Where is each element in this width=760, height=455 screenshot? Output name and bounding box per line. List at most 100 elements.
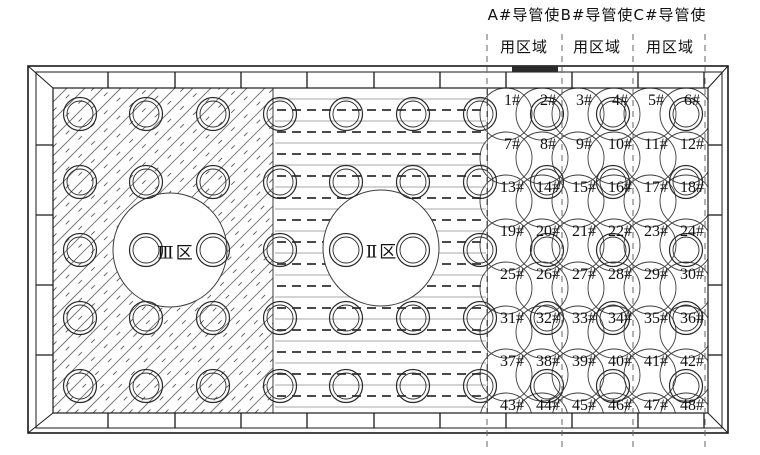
hatch-diagonal-dash: [218, 358, 274, 414]
secant-pile-circle: [623, 305, 677, 359]
pile-double-circle-inner: [533, 168, 561, 196]
secant-pile-circle: [587, 261, 641, 315]
pile-double-circle-outer: [328, 368, 364, 404]
cover-left: [0, 50, 53, 430]
hatch-diagonal-line: [52, 87, 212, 247]
secant-pile-circle: [515, 174, 569, 228]
pile-double-circle-inner: [672, 372, 700, 400]
hatch-diagonal-dash: [164, 304, 274, 414]
conduit-zone-b-line1: B#导管使: [560, 6, 634, 24]
pile-number-label: 24#: [680, 223, 704, 240]
wall-corner-miter: [27, 412, 54, 434]
pile-number-label: 39#: [572, 353, 596, 370]
pile-double-circle-inner: [66, 100, 94, 128]
pile-number-label: 5#: [648, 92, 664, 109]
pile-double-circle-inner: [332, 236, 360, 264]
zone-2-circle: [322, 189, 440, 307]
hatch-diagonal-dash: [52, 87, 221, 256]
secant-pile-circle: [623, 218, 677, 272]
pile-double-circle-outer: [462, 232, 498, 268]
wall-corner-miter: [707, 65, 729, 89]
pile-double-circle-inner: [672, 236, 700, 264]
pile-double-circle-outer: [595, 368, 631, 404]
pile-number-label: 34#: [608, 310, 632, 327]
hatch-diagonal-dash: [52, 87, 113, 148]
pile-double-circle-outer: [668, 164, 704, 200]
secant-pile-circle: [623, 348, 677, 402]
conduit-zone-label-a: A#导管使 用区域: [464, 6, 584, 57]
pile-number-label: 44#: [536, 397, 560, 414]
pile-double-circle-inner: [399, 168, 427, 196]
pile-double-circle-inner: [399, 100, 427, 128]
pile-double-circle-outer: [328, 232, 364, 268]
hatch-diagonal-line: [155, 295, 274, 414]
pile-double-circle-outer: [668, 232, 704, 268]
pile-double-circle-outer: [328, 164, 364, 200]
hatch-diagonal-dash: [52, 87, 185, 220]
pile-number-label: 13#: [500, 179, 524, 196]
pile-double-circle-outer: [529, 300, 565, 336]
hatch-diagonal-dash: [146, 286, 274, 414]
secant-pile-circle: [479, 348, 533, 402]
hatch-diagonal-dash: [182, 322, 274, 414]
pile-number-label: 47#: [644, 397, 668, 414]
pile-number-label: 18#: [680, 179, 704, 196]
secant-pile-circle: [551, 131, 605, 185]
hatch-diagonal-line: [209, 349, 274, 414]
pile-double-circle-inner: [266, 304, 294, 332]
pile-number-label: 46#: [608, 397, 632, 414]
pile-number-label: 12#: [680, 136, 704, 153]
pile-double-circle-inner: [533, 304, 561, 332]
pile-number-label: 19#: [500, 223, 524, 240]
pile-double-circle-inner: [599, 236, 627, 264]
pile-double-circle-outer: [262, 368, 298, 404]
secant-pile-circle: [587, 348, 641, 402]
cofferdam-middle-wall: [35, 71, 723, 429]
pile-double-circle-outer: [262, 232, 298, 268]
pile-number-label: 29#: [644, 266, 668, 283]
pile-double-circle-inner: [132, 236, 160, 264]
secant-pile-circle: [623, 261, 677, 315]
pile-double-circle-inner: [199, 100, 227, 128]
conduit-zone-c-line1: C#导管使: [633, 6, 707, 24]
pile-double-circle-inner: [466, 100, 494, 128]
pile-number-label: 21#: [572, 223, 596, 240]
pile-number-label: 3#: [576, 92, 592, 109]
pile-double-circle-outer: [128, 96, 164, 132]
hatch-diagonal-dash: [92, 232, 274, 414]
pile-double-circle-outer: [395, 368, 431, 404]
pile-number-label: 36#: [680, 310, 704, 327]
pile-double-circle-inner: [132, 372, 160, 400]
cofferdam-outer-wall: [27, 65, 729, 434]
pile-number-label: 27#: [572, 266, 596, 283]
hatch-diagonal-line: [173, 313, 274, 414]
pile-number-label: 20#: [536, 223, 560, 240]
cover-bottom: [0, 413, 760, 455]
hatch-diagonal-dash: [254, 394, 274, 414]
pile-double-circle-outer: [262, 96, 298, 132]
secant-pile-circle: [551, 218, 605, 272]
secant-pile-circle: [479, 261, 533, 315]
hatch-diagonal-line: [52, 87, 230, 265]
pile-double-circle-outer: [195, 164, 231, 200]
pile-double-circle-inner: [533, 372, 561, 400]
pile-number-label: 48#: [680, 397, 704, 414]
pile-double-circle-outer: [62, 368, 98, 404]
pile-double-circle-inner: [132, 304, 160, 332]
pile-double-circle-outer: [595, 232, 631, 268]
pile-number-label: 10#: [608, 136, 632, 153]
pile-double-circle-inner: [599, 304, 627, 332]
pile-double-circle-outer: [395, 232, 431, 268]
pile-double-circle-inner: [672, 168, 700, 196]
pile-number-label: 9#: [576, 136, 592, 153]
secant-pile-circle: [551, 174, 605, 228]
pile-double-circle-outer: [195, 300, 231, 336]
pile-double-circle-outer: [128, 232, 164, 268]
pile-double-circle-inner: [132, 100, 160, 128]
pile-number-label: 42#: [680, 353, 704, 370]
hatch-diagonal-line: [65, 205, 274, 414]
pile-double-circle-inner: [199, 372, 227, 400]
secant-pile-circle: [479, 305, 533, 359]
